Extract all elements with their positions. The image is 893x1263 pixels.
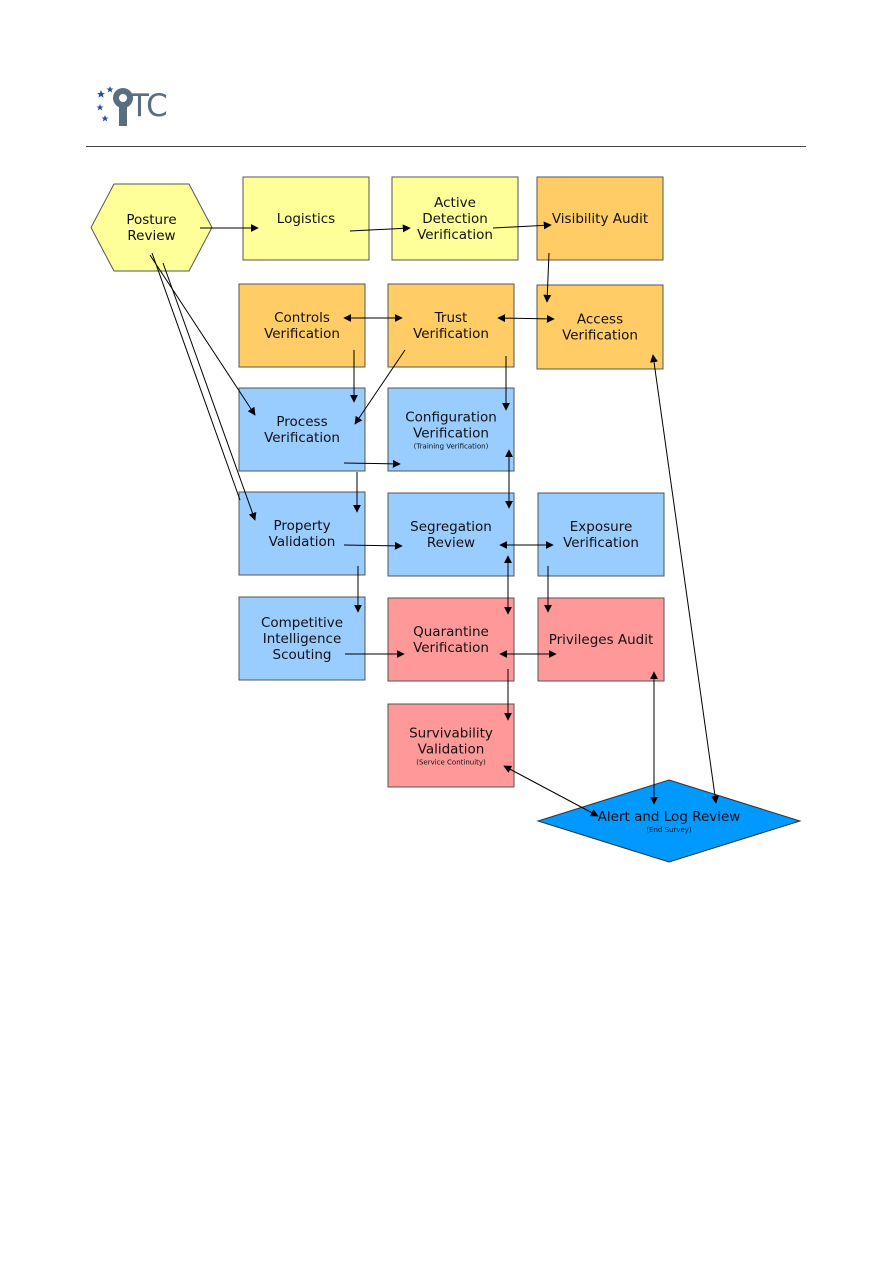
- node-exposure-box: [537, 492, 665, 577]
- edge-posture-to-process: [149, 254, 256, 416]
- node-logistics-label: Logistics: [277, 211, 335, 227]
- node-access-label: Access: [577, 311, 623, 327]
- edge-posture-to-competitive-line: [151, 252, 241, 501]
- node-process-label: Process: [276, 414, 327, 430]
- node-quarantine-box: [387, 597, 515, 682]
- node-visibility: Visibility Audit: [536, 176, 664, 261]
- node-configuration-box: [387, 387, 515, 472]
- node-access-box: [536, 284, 664, 370]
- node-survivability-box: [387, 703, 515, 788]
- node-exposure-label: Verification: [563, 535, 639, 551]
- node-survivability-label: Survivability: [409, 725, 493, 741]
- node-visibility-label: Visibility Audit: [552, 211, 648, 227]
- node-process-box: [238, 387, 366, 472]
- node-posture-label: Review: [127, 228, 175, 244]
- node-trust-box: [387, 283, 515, 368]
- node-alert: Alert and Log Review(End Survey): [536, 779, 802, 863]
- node-controls-label: Controls: [274, 310, 330, 326]
- node-privileges-box: [537, 597, 665, 682]
- node-trust-label: Verification: [413, 326, 489, 342]
- node-active-label: Verification: [417, 227, 493, 243]
- node-competitive-label: Intelligence: [263, 631, 342, 647]
- edge-trust-to-process: [354, 349, 406, 425]
- node-posture-label: Posture: [126, 212, 176, 228]
- node-competitive-box: [238, 596, 366, 681]
- node-survivability-label: Validation: [418, 741, 485, 757]
- node-privileges: Privileges Audit: [537, 597, 665, 682]
- node-configuration-sublabel: (Training Verification): [414, 442, 489, 450]
- node-exposure-label: Exposure: [570, 519, 633, 535]
- edge-logistics-to-active: [349, 224, 411, 233]
- node-competitive-label: Scouting: [273, 647, 332, 663]
- node-segregation-label: Segregation: [410, 519, 492, 535]
- logo-emblem-icon: [96, 86, 133, 126]
- logo-text: TC: [130, 88, 168, 124]
- node-property-label: Property: [273, 518, 330, 534]
- node-active-label: Active: [434, 195, 476, 211]
- node-active-box: [391, 176, 519, 261]
- edge-posture-to-property: [162, 262, 257, 521]
- node-controls-label: Verification: [264, 326, 340, 342]
- node-quarantine-label: Verification: [413, 640, 489, 656]
- edge-visibility-to-access: [543, 252, 552, 303]
- node-competitive-label: Competitive: [261, 615, 343, 631]
- node-posture-hexagon: [90, 183, 213, 272]
- node-trust-label: Trust: [434, 310, 468, 326]
- node-survivability-sublabel: (Service Continuity): [416, 758, 486, 766]
- node-property-box: [238, 491, 366, 576]
- node-segregation-label: Review: [427, 535, 475, 551]
- node-privileges-label: Privileges Audit: [549, 632, 654, 648]
- edge-active-to-visibility: [492, 221, 552, 230]
- node-configuration-label: Configuration: [405, 409, 497, 425]
- header-divider: [86, 146, 806, 147]
- node-visibility-box: [536, 176, 664, 261]
- logo: TC: [95, 84, 205, 134]
- node-logistics: Logistics: [242, 176, 370, 261]
- node-access-label: Verification: [562, 327, 638, 343]
- edge-process-to-configuration: [343, 459, 401, 468]
- node-process-label: Verification: [264, 430, 340, 446]
- edge-survivability-to-alert: [503, 765, 599, 817]
- edge-trust-access: [497, 314, 555, 323]
- node-property-label: Validation: [269, 534, 336, 550]
- node-segregation-box: [387, 492, 515, 577]
- edge-access-to-alert: [650, 354, 719, 804]
- node-alert-label: Alert and Log Review: [598, 809, 741, 825]
- node-alert-sublabel: (End Survey): [646, 826, 692, 834]
- edge-property-to-segregation: [343, 541, 403, 550]
- node-quarantine-label: Quarantine: [413, 624, 489, 640]
- node-configuration-label: Verification: [413, 425, 489, 441]
- node-controls-box: [238, 283, 366, 368]
- node-logistics-box: [242, 176, 370, 261]
- node-active-label: Detection: [422, 211, 488, 227]
